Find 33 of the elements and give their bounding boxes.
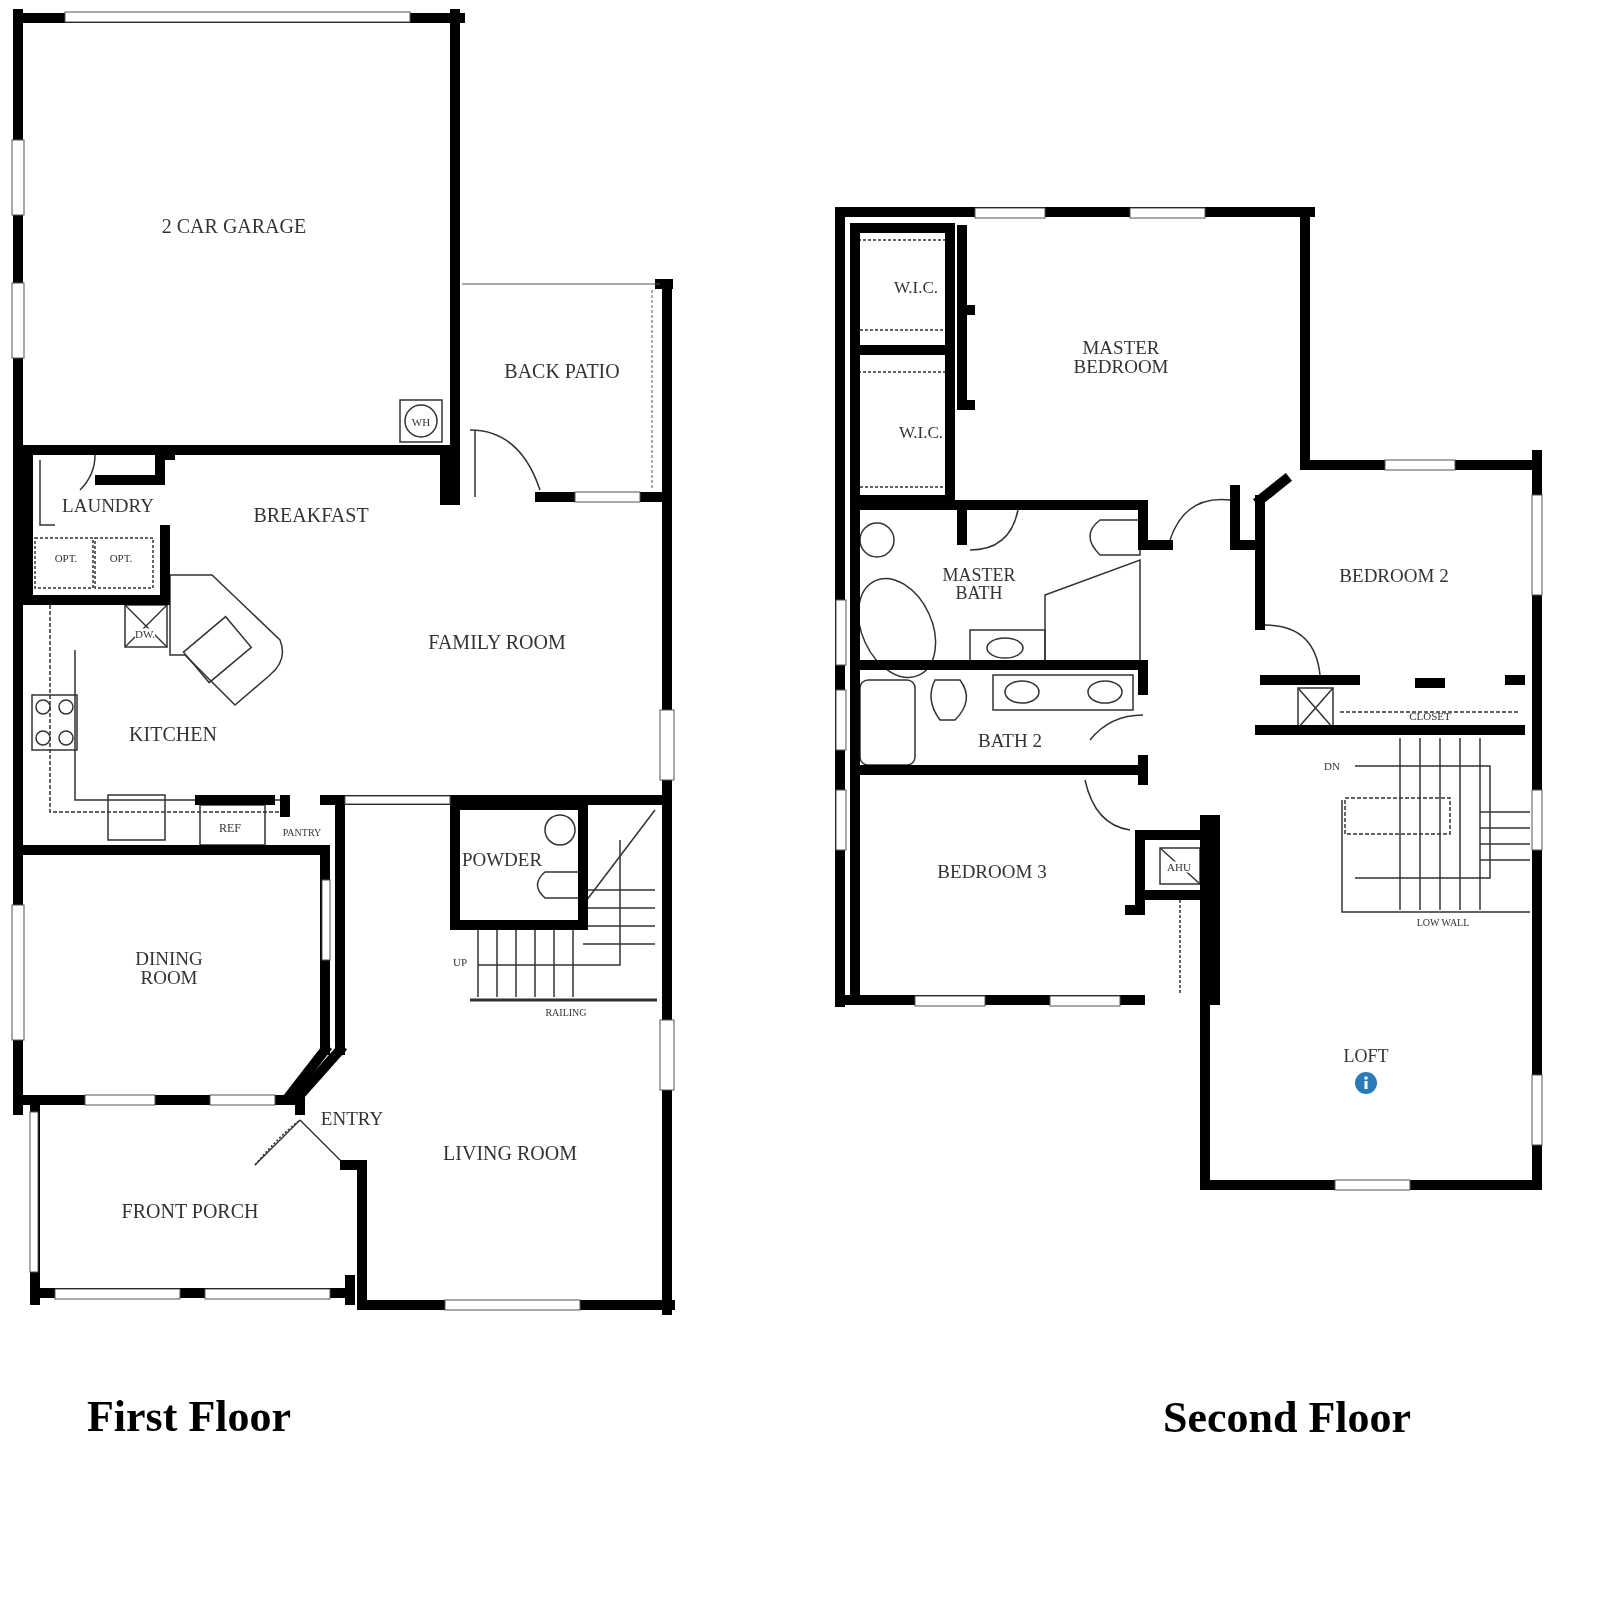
room-label: BEDROOM 2 xyxy=(1339,565,1449,585)
fixture-label: OPT. xyxy=(109,552,133,564)
room-label: KITCHEN xyxy=(129,724,217,744)
room-label: MASTER BATH xyxy=(941,566,1017,602)
fixture-label: DW. xyxy=(134,628,156,640)
fixture-label: REF xyxy=(219,822,241,834)
room-label: ENTRY xyxy=(320,1108,384,1128)
fixture-label: PANTRY xyxy=(282,828,322,838)
room-label: W.I.C. xyxy=(898,423,944,441)
room-label: LIVING ROOM xyxy=(443,1143,577,1163)
fixture-label: WH xyxy=(411,416,431,428)
room-label: BACK PATIO xyxy=(504,361,620,381)
floor-heading: Second Floor xyxy=(1162,1396,1412,1440)
room-label: 2 CAR GARAGE xyxy=(161,216,307,236)
room-label: BATH 2 xyxy=(978,730,1042,750)
room-label: MASTER BEDROOM xyxy=(1072,338,1170,376)
stair-label: LOW WALL xyxy=(1416,918,1470,928)
room-label: DINING ROOM xyxy=(134,949,204,987)
floor-heading: First Floor xyxy=(87,1395,291,1439)
fixture-label: OPT. xyxy=(54,552,78,564)
stair-label: RAILING xyxy=(545,1008,587,1018)
room-label: BREAKFAST xyxy=(253,505,369,525)
stair-label: UP xyxy=(452,956,468,968)
room-label: CLOSET xyxy=(1409,710,1451,722)
room-label: FAMILY ROOM xyxy=(428,632,566,652)
room-label: LAUNDRY xyxy=(62,495,154,515)
stair-label: DN xyxy=(1324,760,1340,772)
room-label: W.I.C. xyxy=(893,278,939,296)
fixture-label: AHU xyxy=(1167,861,1191,873)
room-label: FRONT PORCH xyxy=(121,1201,259,1221)
room-label: LOFT xyxy=(1343,1047,1389,1065)
room-label: POWDER xyxy=(461,849,543,869)
room-label: BEDROOM 3 xyxy=(937,861,1047,881)
